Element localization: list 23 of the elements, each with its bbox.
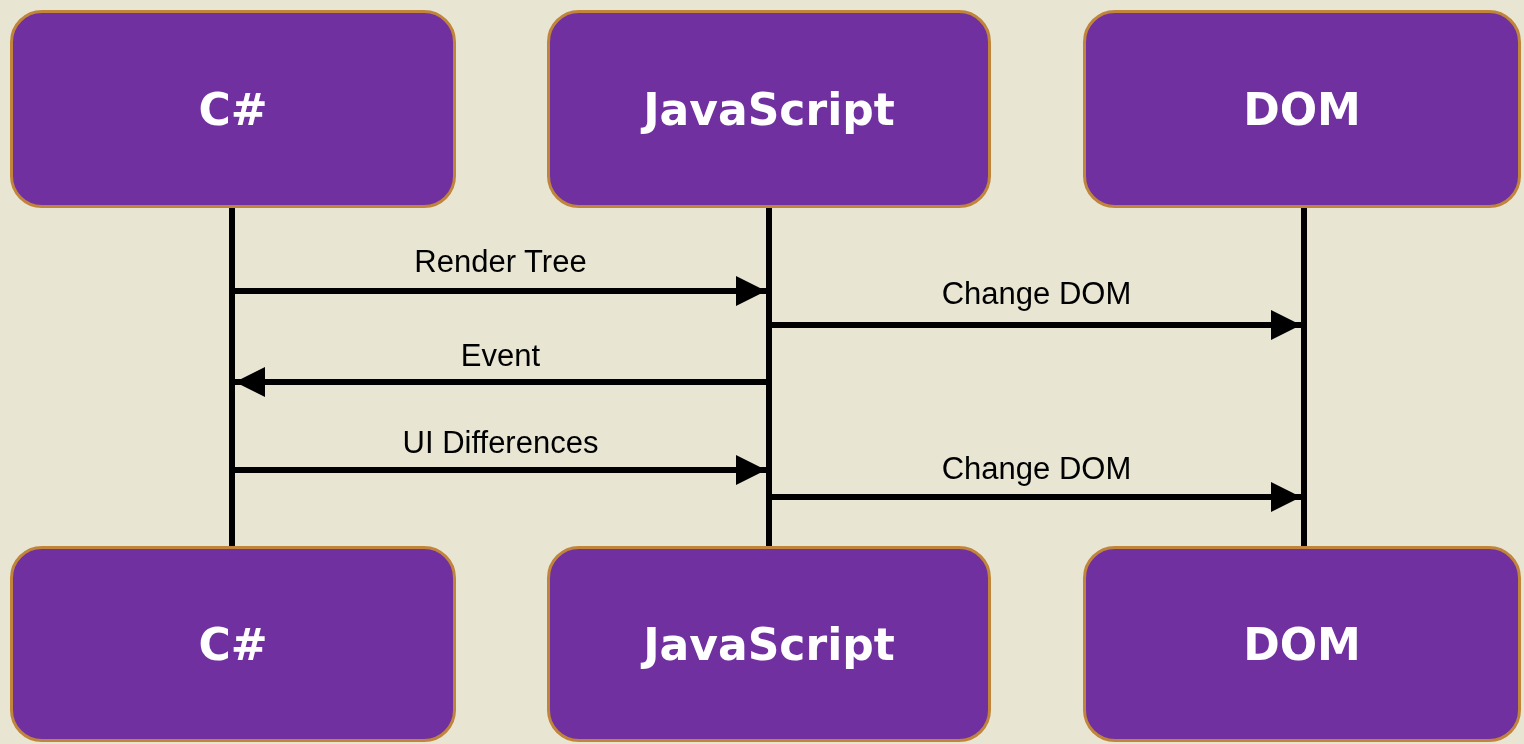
message-arrow	[772, 482, 1301, 512]
edge-label: UI Differences	[401, 426, 600, 460]
message-arrow	[235, 367, 766, 397]
box-title: DOM	[1243, 618, 1361, 670]
process-box	[547, 10, 991, 208]
box-title: C#	[198, 618, 268, 670]
process-box	[547, 546, 991, 742]
edge-label: Event	[459, 339, 542, 373]
process-box	[10, 10, 456, 208]
edge-label: Render Tree	[413, 245, 588, 279]
message-arrow	[235, 455, 766, 485]
lifeline	[766, 208, 772, 546]
message-arrow	[235, 276, 766, 306]
process-box	[10, 546, 456, 742]
edge-label: Change DOM	[940, 452, 1133, 486]
message-arrow	[772, 310, 1301, 340]
box-title: C#	[198, 83, 268, 135]
lifeline	[1301, 208, 1307, 546]
box-title: DOM	[1243, 83, 1361, 135]
lifeline	[229, 208, 235, 546]
process-box	[1083, 546, 1521, 742]
process-box	[1083, 10, 1521, 208]
edge-label: Change DOM	[940, 277, 1133, 311]
